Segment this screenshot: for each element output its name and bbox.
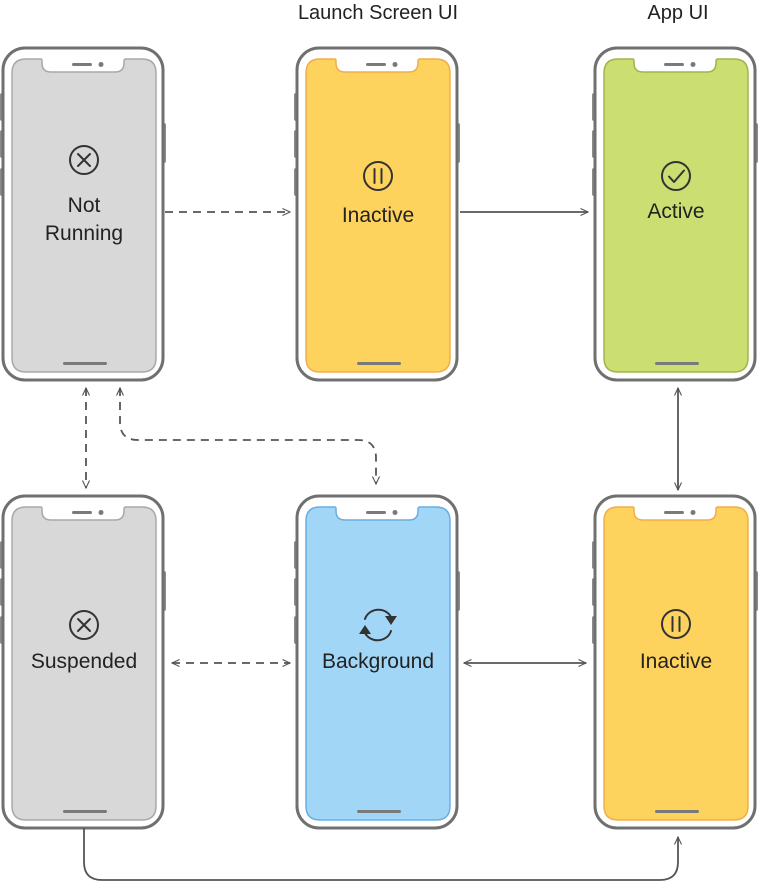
x-circle-icon — [69, 610, 99, 640]
arrow-suspended-to-app-inactive — [83, 828, 682, 881]
pause-circle-icon — [661, 609, 691, 639]
screen-app-inactive — [603, 506, 749, 821]
phone-not-running — [0, 46, 168, 382]
state-label-background: Background — [321, 650, 435, 673]
screen-background — [305, 506, 451, 821]
state-label-suspended: Suspended — [30, 650, 138, 673]
x-circle-icon — [69, 145, 99, 175]
app-ui-heading: App UI — [647, 2, 709, 24]
phone-background — [292, 494, 462, 830]
state-label-not-running: Not Running — [44, 194, 124, 245]
phone-suspended — [0, 494, 168, 830]
state-label-active: Active — [647, 200, 705, 223]
pause-circle-icon — [363, 161, 393, 191]
screen-suspended — [11, 506, 157, 821]
phone-app-inactive — [590, 494, 760, 830]
screen-not-running — [11, 58, 157, 373]
phone-active — [590, 46, 760, 382]
phone-launch-inactive — [292, 46, 462, 382]
state-label-app-inactive: Inactive — [639, 650, 713, 673]
state-label-launch-inactive: Inactive — [341, 204, 415, 227]
screen-active — [603, 58, 749, 373]
refresh-arrows-icon — [359, 608, 397, 642]
arrow-background-not-running — [116, 386, 380, 486]
launch-screen-heading: Launch Screen UI — [297, 2, 459, 24]
checkmark-circle-icon — [661, 161, 691, 191]
screen-launch-inactive — [305, 58, 451, 373]
